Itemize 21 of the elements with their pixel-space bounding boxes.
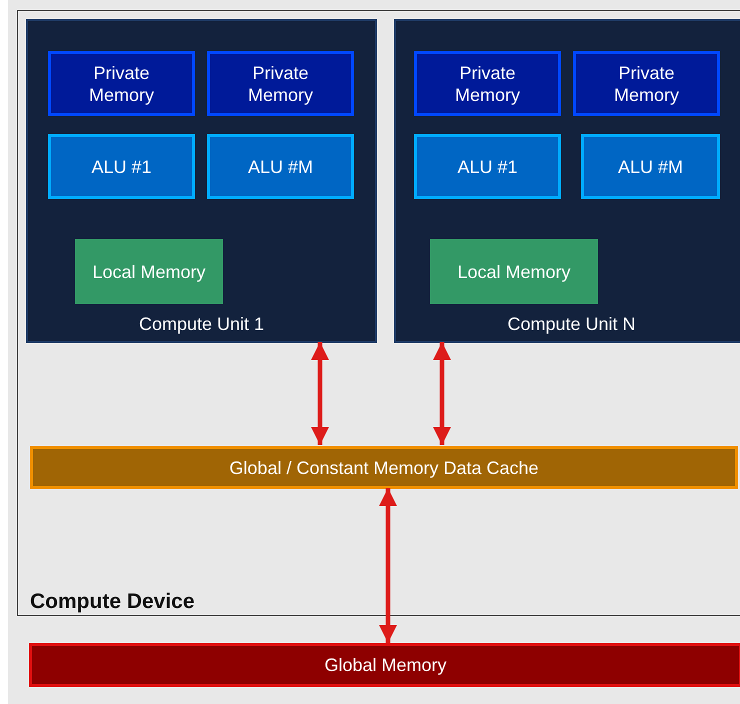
cache-bar: Global / Constant Memory Data Cache <box>30 446 738 489</box>
unit-label: Compute Unit N <box>506 313 637 335</box>
unit-label: Compute Unit 1 <box>138 313 266 335</box>
memory-bar: Global Memory <box>29 643 740 687</box>
double-arrow <box>311 342 329 445</box>
memory-box: Private Memory <box>48 51 195 116</box>
alu-box: ALU #M <box>207 134 354 199</box>
memory-box: Private Memory <box>414 51 561 116</box>
memory-box: Local Memory <box>75 239 223 304</box>
compute-unit-box <box>26 19 377 343</box>
alu-box: ALU #1 <box>48 134 195 199</box>
double-arrow <box>433 342 451 445</box>
alu-box: ALU #M <box>581 134 720 199</box>
device-title: Compute Device <box>30 591 195 613</box>
memory-box: Private Memory <box>207 51 354 116</box>
compute-unit-box <box>394 19 740 343</box>
memory-box: Local Memory <box>430 239 598 304</box>
alu-box: ALU #1 <box>414 134 561 199</box>
device-frame <box>17 10 740 616</box>
double-arrow <box>379 488 397 643</box>
memory-box: Private Memory <box>573 51 720 116</box>
